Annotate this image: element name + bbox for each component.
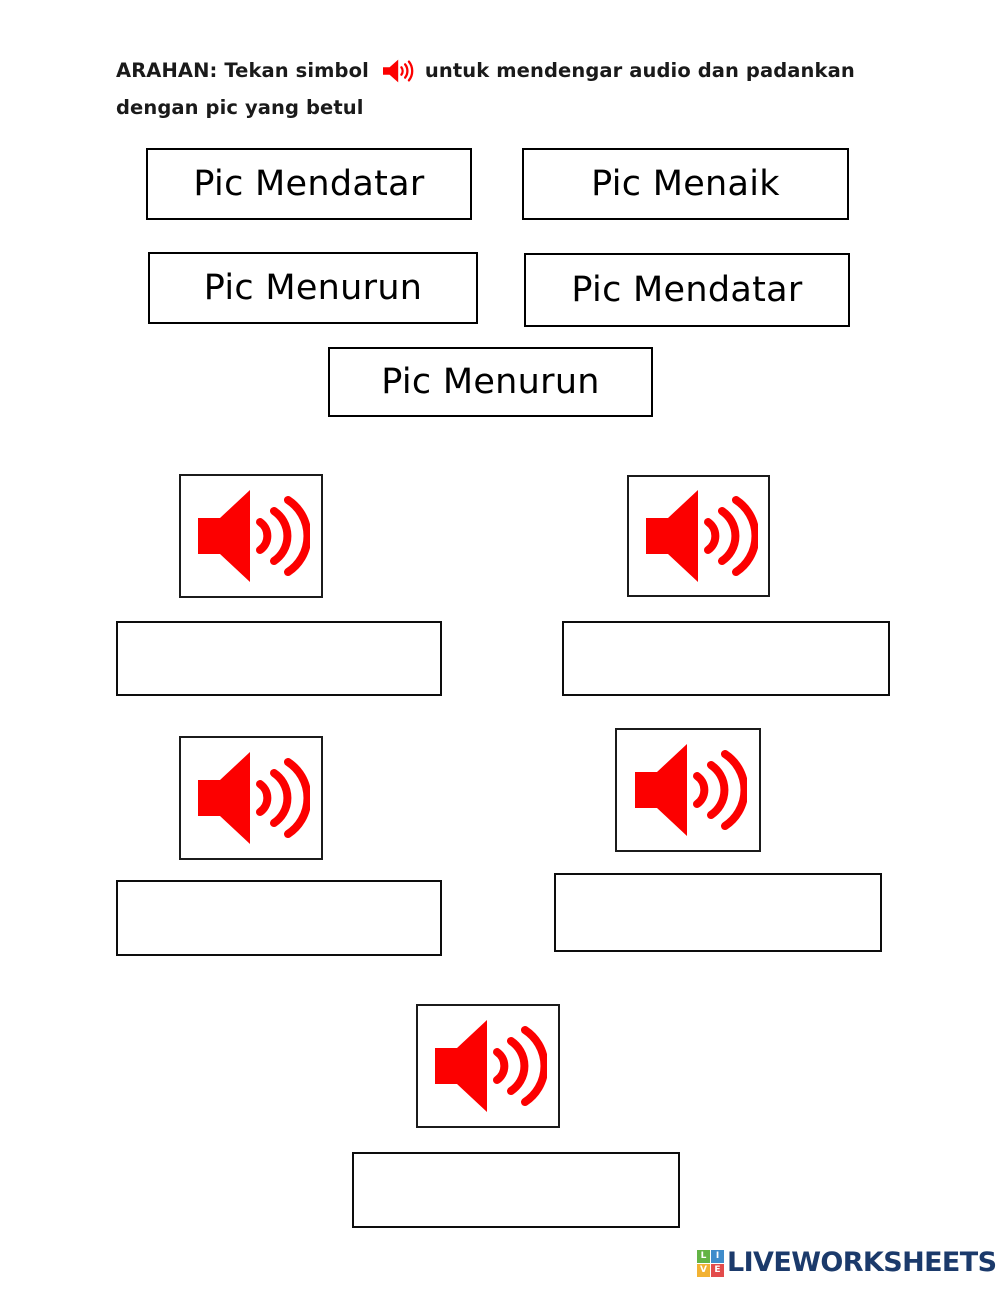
audio-play-button-4[interactable] (615, 728, 761, 852)
answer-drop-box-5[interactable] (352, 1152, 680, 1228)
word-bank-item-3[interactable]: Pic Menurun (148, 252, 478, 324)
word-bank-label: Pic Menaik (591, 163, 780, 204)
word-bank-label: Pic Mendatar (193, 163, 425, 204)
audio-play-button-5[interactable] (416, 1004, 560, 1128)
answer-drop-box-4[interactable] (554, 873, 882, 952)
logo-tile-l: L (697, 1249, 710, 1263)
logo-tile-v: V (697, 1263, 710, 1277)
speaker-icon (429, 1014, 547, 1118)
speaker-icon (192, 746, 310, 850)
word-bank-item-5[interactable]: Pic Menurun (328, 347, 653, 417)
audio-play-button-3[interactable] (179, 736, 323, 860)
word-bank-item-2[interactable]: Pic Menaik (522, 148, 849, 220)
answer-drop-box-1[interactable] (116, 621, 442, 696)
audio-play-button-1[interactable] (179, 474, 323, 598)
word-bank-label: Pic Menurun (381, 361, 600, 402)
instruction-line-2: dengan pic yang betul (116, 96, 364, 119)
answer-drop-box-2[interactable] (562, 621, 890, 696)
instruction-text: ARAHAN: Tekan simbol untuk mendengar aud… (116, 56, 876, 123)
word-bank-label: Pic Mendatar (571, 269, 803, 310)
word-bank-item-4[interactable]: Pic Mendatar (524, 253, 850, 327)
word-bank-item-1[interactable]: Pic Mendatar (146, 148, 472, 220)
instruction-suffix: untuk mendengar audio dan padankan (424, 59, 855, 82)
audio-play-button-2[interactable] (627, 475, 770, 597)
liveworksheets-wordmark: LIVEWORKSHEETS (727, 1247, 997, 1278)
word-bank-label: Pic Menurun (203, 267, 423, 308)
speaker-icon (381, 58, 415, 93)
logo-tile-e: E (711, 1263, 724, 1277)
speaker-icon (192, 484, 310, 588)
logo-tile-i: I (711, 1249, 724, 1263)
speaker-icon (629, 738, 747, 842)
speaker-icon (640, 484, 758, 588)
instruction-prefix: ARAHAN: Tekan simbol (116, 59, 369, 82)
liveworksheets-logo[interactable]: L I V E LIVEWORKSHEETS (697, 1247, 997, 1278)
answer-drop-box-3[interactable] (116, 880, 442, 956)
liveworksheets-logo-tiles: L I V E (697, 1249, 724, 1277)
